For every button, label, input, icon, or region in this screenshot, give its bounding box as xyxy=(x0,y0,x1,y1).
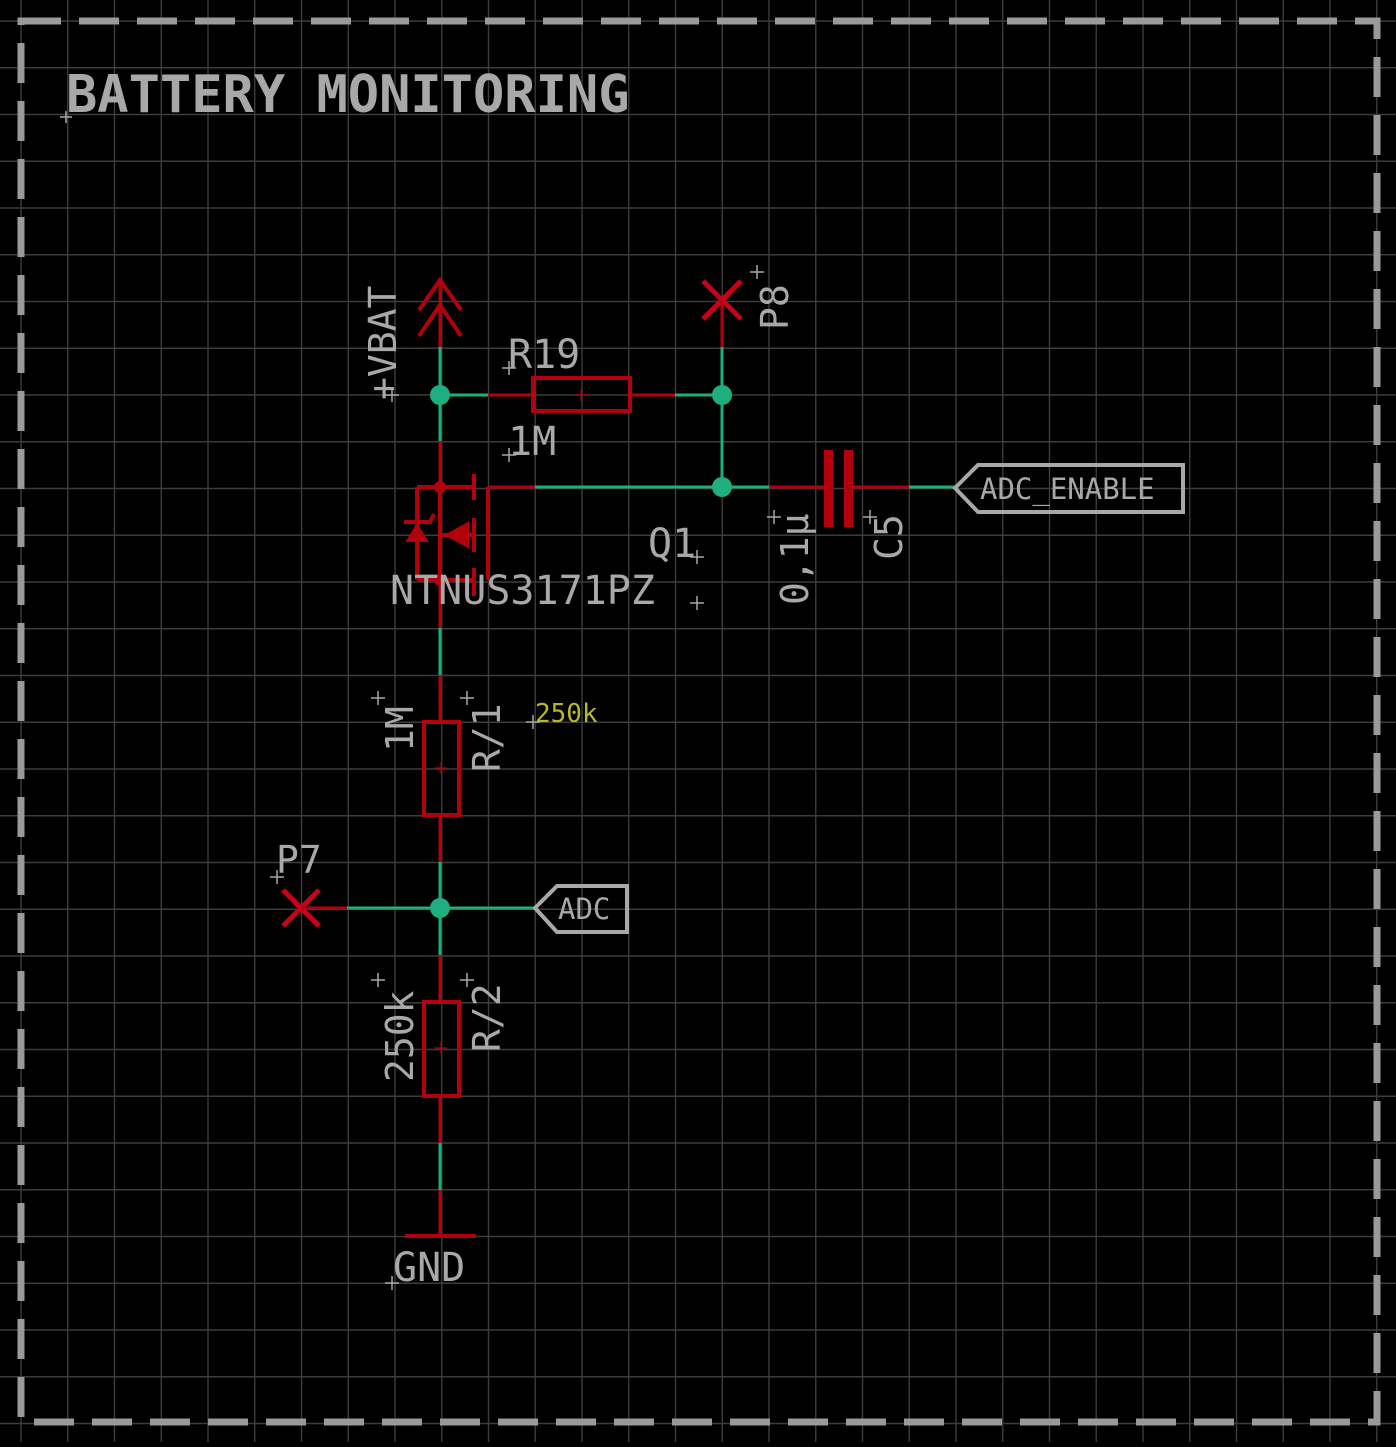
r1-name: R/1 xyxy=(465,703,509,772)
r2-name-origin xyxy=(460,973,474,987)
c5-value-origin xyxy=(767,510,781,524)
r19-value: 1M xyxy=(508,419,556,465)
c5-name-origin xyxy=(863,510,877,524)
c5-plate-2 xyxy=(844,450,853,527)
net-label-adc-enable[interactable]: ADC_ENABLE xyxy=(952,463,1185,514)
supply-arrow-outer-icon xyxy=(417,276,463,312)
q1-zener-icon xyxy=(405,523,429,542)
adc-label-text: ADC xyxy=(558,892,610,926)
vbat-origin-marker xyxy=(385,388,399,402)
sheet-title: BATTERY MONITORING xyxy=(66,65,630,125)
gnd-label: GND xyxy=(393,1245,465,1291)
q1-mosfet[interactable]: Q1 NTNUS3171PZ xyxy=(390,474,704,628)
vbat-symbol[interactable]: +VBAT xyxy=(361,276,463,402)
junction-gate xyxy=(712,477,732,497)
c5-name: C5 xyxy=(867,514,911,560)
r1-name-origin xyxy=(460,691,474,705)
junction-r19-p8 xyxy=(712,385,732,405)
r19-origin-marker xyxy=(575,389,587,401)
r19-name-origin xyxy=(502,361,516,375)
r1-value-origin xyxy=(371,691,385,705)
q1-name-origin xyxy=(690,550,704,564)
p8-label: P8 xyxy=(753,284,797,330)
p8-origin-marker xyxy=(750,265,764,279)
q1-value: NTNUS3171PZ xyxy=(390,568,655,614)
r2-value: 250k xyxy=(378,990,422,1082)
gnd-symbol[interactable]: GND xyxy=(385,1190,476,1291)
r1-resistor[interactable]: 1M R/1 250k xyxy=(371,675,598,862)
p7-origin-marker xyxy=(270,870,284,884)
c5-capacitor[interactable]: 0,1µ C5 xyxy=(722,450,911,605)
q1-zener-cathode xyxy=(404,513,436,524)
q1-arrow-icon xyxy=(443,521,469,549)
c5-plate-1 xyxy=(824,450,833,527)
q1-drain-dot xyxy=(434,481,446,493)
vbat-label: +VBAT xyxy=(361,286,405,400)
r2-resistor[interactable]: 250k R/2 xyxy=(371,955,509,1143)
q1-name: Q1 xyxy=(648,521,696,567)
junction-vbat xyxy=(430,385,450,405)
c5-value: 0,1µ xyxy=(773,513,817,605)
q1-value-origin xyxy=(690,596,704,610)
p8-no-connect[interactable]: P8 xyxy=(701,265,797,347)
adc-enable-label-box xyxy=(952,463,1185,514)
r19-resistor[interactable]: R19 1M xyxy=(440,332,722,465)
r1-origin-marker xyxy=(435,762,447,774)
net-label-adc[interactable]: ADC xyxy=(532,884,629,934)
junction-adc xyxy=(430,898,450,918)
r19-name: R19 xyxy=(508,332,580,378)
sheet-frame xyxy=(17,17,1381,1426)
r1-extra-attribute: 250k xyxy=(535,699,598,729)
r2-origin-marker xyxy=(435,1042,447,1054)
adc-label-box xyxy=(532,884,629,934)
r2-value-origin xyxy=(371,973,385,987)
r2-name: R/2 xyxy=(465,983,509,1052)
adc-enable-label-text: ADC_ENABLE xyxy=(980,472,1155,507)
r19-value-origin xyxy=(502,448,516,462)
gnd-origin-marker xyxy=(385,1276,399,1290)
p7-no-connect[interactable]: P7 xyxy=(270,838,347,928)
p7-label: P7 xyxy=(276,838,322,882)
r1-attr-origin xyxy=(526,715,540,729)
r1-value: 1M xyxy=(378,706,422,752)
title-origin-marker xyxy=(60,111,72,123)
